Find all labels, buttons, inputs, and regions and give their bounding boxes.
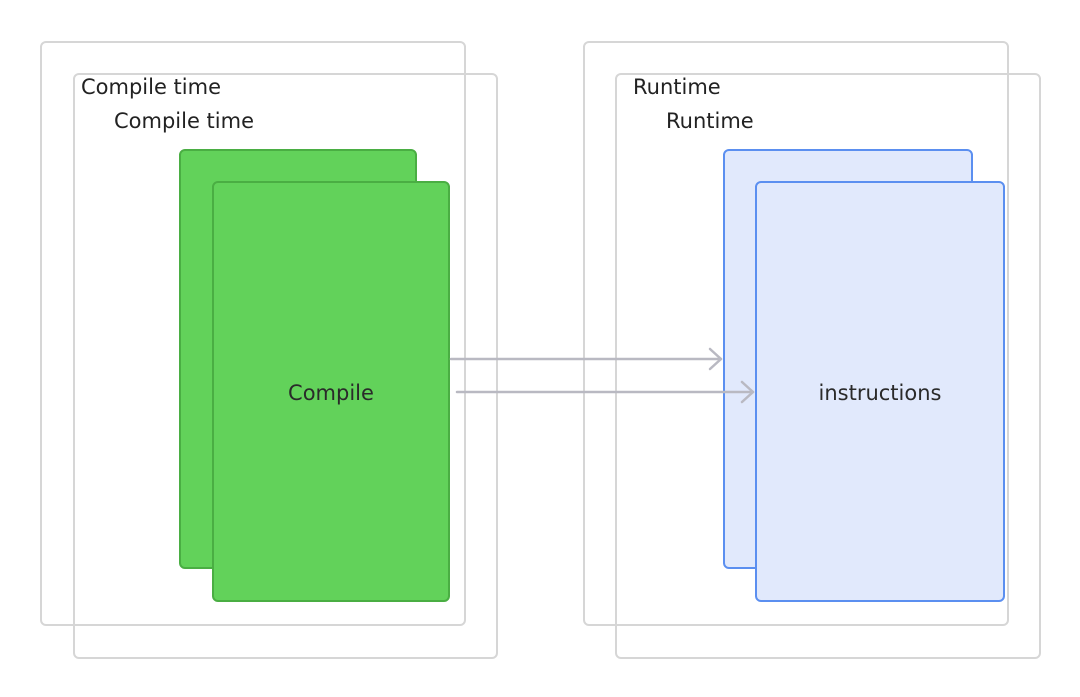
instructions-node-label: instructions [818,381,942,405]
compile-time-frame-front [73,73,498,659]
compile-time-frame-back [40,41,466,626]
runtime-label-back: Runtime [633,75,721,99]
runtime-frame-front [615,73,1041,659]
runtime-frame-back [583,41,1009,626]
runtime-label-front: Runtime [666,109,754,133]
compile-time-label-back: Compile time [81,75,222,99]
compile-node-label: Compile [288,381,374,405]
compile-node[interactable] [212,181,450,602]
instructions-node[interactable] [755,181,1005,602]
compile-time-label-front: Compile time [114,109,255,133]
